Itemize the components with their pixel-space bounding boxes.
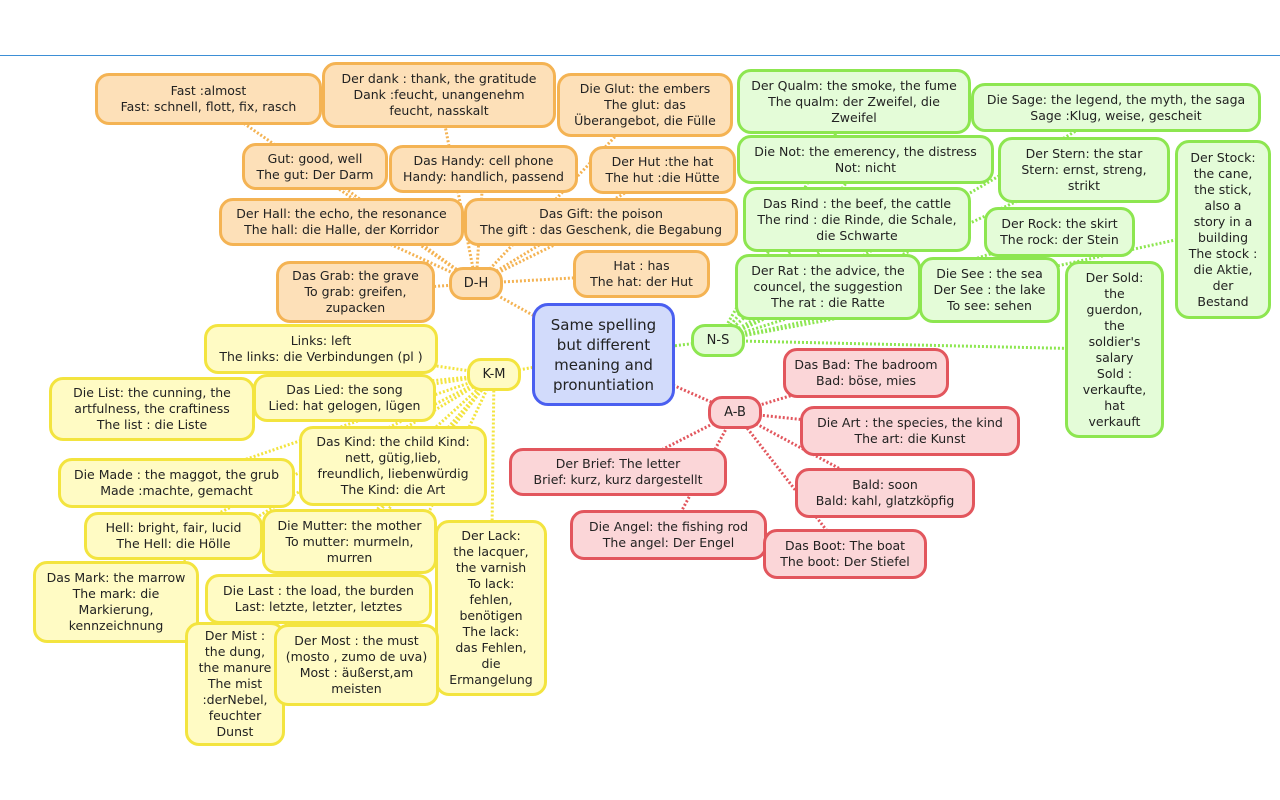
hub-d-h[interactable]: D-H xyxy=(449,267,503,300)
topic-brief[interactable]: Der Brief: The letter Brief: kurz, kurz … xyxy=(509,448,727,496)
topic-rat[interactable]: Der Rat : the advice, the councel, the s… xyxy=(735,254,921,320)
topic-rind[interactable]: Das Rind : the beef, the cattle The rind… xyxy=(743,187,971,252)
topic-most[interactable]: Der Most : the must (mosto , zumo de uva… xyxy=(274,624,439,706)
hub-n-s[interactable]: N-S xyxy=(691,324,745,357)
topic-dank[interactable]: Der dank : thank, the gratitude Dank :fe… xyxy=(322,62,556,128)
topic-rock[interactable]: Der Rock: the skirt The rock: der Stein xyxy=(984,207,1135,257)
topic-boot[interactable]: Das Boot: The boat The boot: Der Stiefel xyxy=(763,529,927,579)
topic-list[interactable]: Die List: the cunning, the artfulness, t… xyxy=(49,377,255,441)
topic-bad[interactable]: Das Bad: The badroom Bad: böse, mies xyxy=(783,348,949,398)
topic-kind[interactable]: Das Kind: the child Kind: nett, gütig,li… xyxy=(299,426,487,506)
topic-hat[interactable]: Hat : has The hat: der Hut xyxy=(573,250,710,298)
topic-bald[interactable]: Bald: soon Bald: kahl, glatzköpfig xyxy=(795,468,975,518)
connector-topic-art xyxy=(734,411,911,433)
topic-qualm[interactable]: Der Qualm: the smoke, the fume The qualm… xyxy=(737,69,971,134)
topic-not[interactable]: Die Not: the emerency, the distress Not:… xyxy=(737,135,994,184)
topic-handy[interactable]: Das Handy: cell phone Handy: handlich, p… xyxy=(389,145,578,193)
topic-lied[interactable]: Das Lied: the song Lied: hat gelogen, lü… xyxy=(253,374,436,422)
topic-see[interactable]: Die See : the sea Der See : the lake To … xyxy=(919,257,1060,323)
topic-glut[interactable]: Die Glut: the embers The glut: das Übera… xyxy=(557,73,733,137)
topic-gut[interactable]: Gut: good, well The gut: Der Darm xyxy=(242,143,388,190)
topic-sold[interactable]: Der Sold: the guerdon, the soldier's sal… xyxy=(1065,261,1164,438)
topic-last[interactable]: Die Last : the load, the burden Last: le… xyxy=(205,574,432,624)
topic-fast[interactable]: Fast :almost Fast: schnell, flott, fix, … xyxy=(95,73,322,125)
topic-mark[interactable]: Das Mark: the marrow The mark: die Marki… xyxy=(33,561,199,643)
connector-topic-lack xyxy=(489,374,496,609)
topic-lack[interactable]: Der Lack: the lacquer, the varnish To la… xyxy=(435,520,547,696)
topic-hall[interactable]: Der Hall: the echo, the resonance The ha… xyxy=(219,198,464,246)
topic-sage[interactable]: Die Sage: the legend, the myth, the saga… xyxy=(971,83,1261,132)
central-topic[interactable]: Same spelling but different meaning and … xyxy=(532,303,675,406)
hub-a-b[interactable]: A-B xyxy=(708,396,762,429)
topic-mutter[interactable]: Die Mutter: the mother To mutter: murmel… xyxy=(262,509,437,574)
topic-made[interactable]: Die Made : the maggot, the grub Made :ma… xyxy=(58,458,295,508)
hub-k-m[interactable]: K-M xyxy=(467,358,521,391)
topic-gift[interactable]: Das Gift: the poison The gift : das Gesc… xyxy=(464,198,738,246)
topic-art[interactable]: Die Art : the species, the kind The art:… xyxy=(800,406,1020,456)
top-divider-line xyxy=(0,55,1280,56)
topic-grab[interactable]: Das Grab: the grave To grab: greifen, zu… xyxy=(276,261,435,323)
topic-hut[interactable]: Der Hut :the hat The hut :die Hütte xyxy=(589,146,736,194)
topic-links[interactable]: Links: left The links: die Verbindungen … xyxy=(204,324,438,374)
topic-mist[interactable]: Der Mist : the dung, the manure The mist… xyxy=(185,622,285,746)
topic-stock[interactable]: Der Stock: the cane, the stick, also a s… xyxy=(1175,140,1271,319)
topic-hell[interactable]: Hell: bright, fair, lucid The Hell: die … xyxy=(84,512,263,560)
topic-angel[interactable]: Die Angel: the fishing rod The angel: De… xyxy=(570,510,767,560)
connector-topic-list xyxy=(151,373,495,411)
topic-stern[interactable]: Der Stern: the star Stern: ernst, streng… xyxy=(998,137,1170,203)
